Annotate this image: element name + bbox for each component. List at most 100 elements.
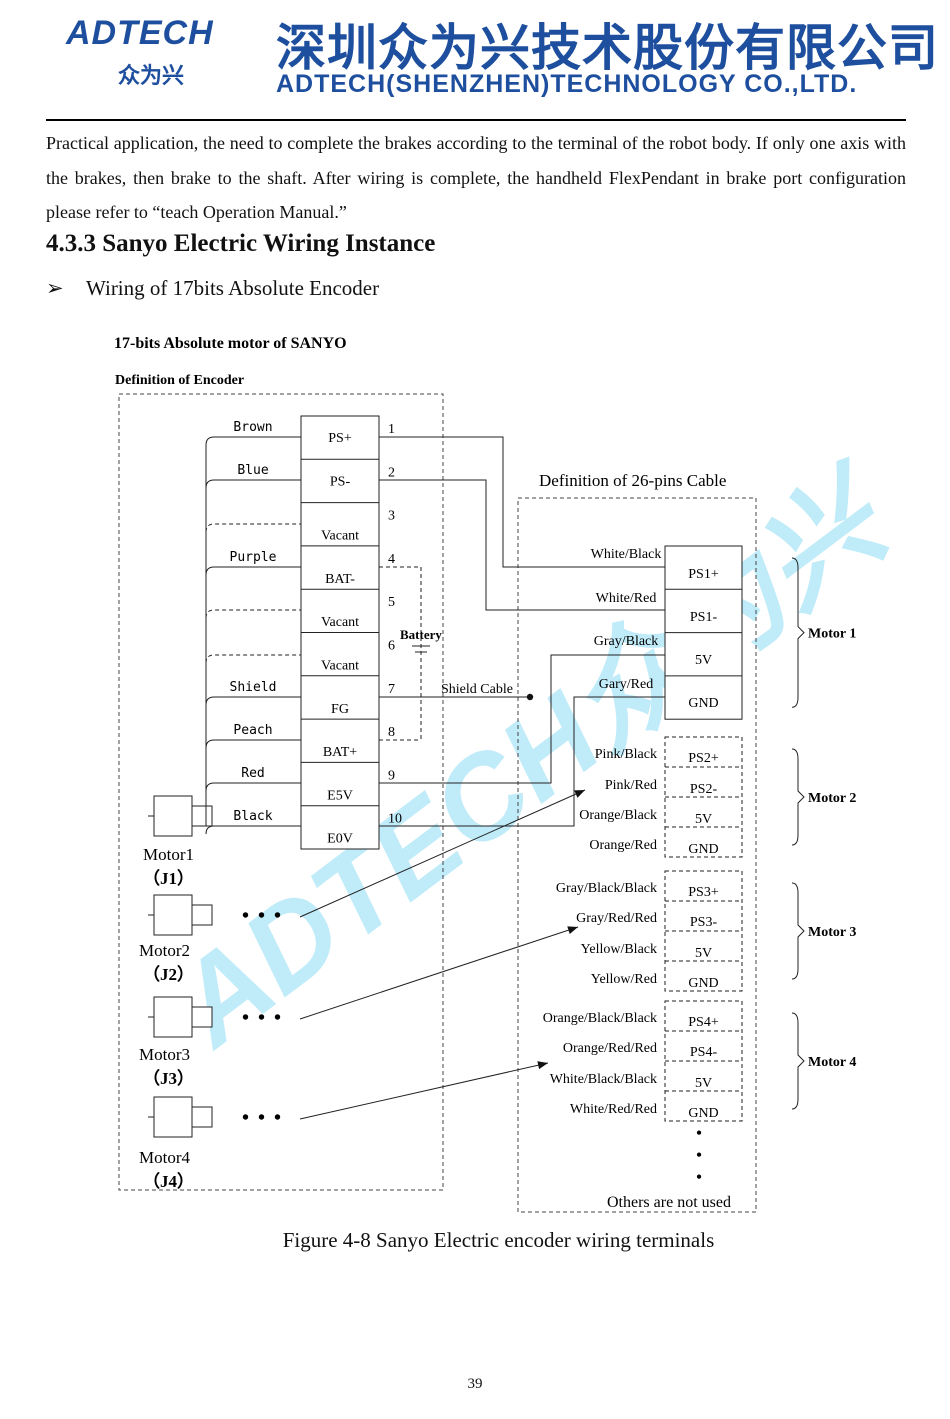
cable-pin-label: PS2+: [688, 751, 719, 766]
cable-pin-label: 5V: [695, 812, 712, 827]
encoder-heading: Definition of Encoder: [115, 373, 244, 388]
brace-icon: [791, 882, 805, 980]
company-logo-cn: 众为兴: [118, 63, 185, 88]
motor-body-icon: [153, 795, 193, 837]
cable-pin-label: GND: [688, 842, 718, 857]
arrowhead-icon: [567, 926, 578, 934]
cable-wire-label: Yellow/Black: [581, 942, 657, 957]
encoder-wire: [205, 523, 301, 533]
wire-routing: Shield Cable: [379, 436, 665, 827]
encoder-pin-label: E5V: [327, 788, 353, 803]
cable-pin-label: PS4+: [688, 1015, 719, 1030]
intro-paragraph: Practical application, the need to compl…: [46, 133, 906, 222]
brace-icon: [791, 1012, 805, 1110]
motor-link-arrow: [299, 1062, 549, 1120]
continuation-dots: • • •: [242, 905, 283, 927]
watermark-text: ADTECH众为兴: [149, 445, 921, 1073]
motor-group-label: Motor 3: [808, 925, 856, 940]
wire-ps-minus: [379, 479, 665, 611]
motor-shaft-icon: [191, 805, 213, 827]
pin-number: 8: [388, 725, 395, 740]
arrowhead-icon: [537, 1061, 548, 1070]
cable-pin-label: GND: [688, 1106, 718, 1121]
diagram-title: 17-bits Absolute motor of SANYO: [114, 335, 347, 352]
motor-name: Motor1: [143, 845, 194, 864]
pin-number: 3: [388, 509, 395, 524]
motor-name: Motor4: [139, 1148, 191, 1167]
cable-pin-label: PS3-: [690, 915, 718, 930]
motor-body-icon: [153, 1096, 193, 1138]
wire-ps-plus: [379, 436, 665, 568]
vertical-dot: •: [696, 1147, 702, 1164]
page-header: ADTECH 众为兴 深圳众为兴技术股份有限公司 ADTECH(SHENZHEN…: [0, 0, 950, 125]
cable-pin-label: 5V: [695, 1076, 712, 1091]
company-logo: ADTECH: [66, 14, 214, 52]
motor-column: Motor1（J1）Motor2（J2）• • •Motor3（J3）• • •…: [139, 789, 586, 1191]
motor-link-arrow: [299, 926, 579, 1020]
others-label: Others are not used: [607, 1194, 731, 1211]
bullet-text: Wiring of 17bits Absolute Encoder: [86, 276, 380, 300]
encoder-boundary: [118, 393, 444, 1191]
page-number: 39: [467, 1376, 483, 1392]
encoder-pin-label: BAT-: [325, 572, 355, 587]
pin-number: 5: [388, 595, 395, 610]
cable-pin-label: PS2-: [690, 782, 718, 797]
encoder-pin-label: Vacant: [321, 615, 359, 630]
encoder-wire: [205, 479, 301, 489]
encoder-wire: [205, 609, 301, 619]
cable-wire-label: Pink/Red: [605, 778, 657, 793]
watermark: ADTECH众为兴: [149, 445, 921, 1073]
motor-name: Motor2: [139, 941, 190, 960]
wire-color-label: Red: [241, 766, 264, 781]
cable-wire-label: Gray/Red/Red: [576, 911, 657, 926]
wire-color-label: Blue: [237, 463, 268, 478]
wire-color-label: Shield: [230, 680, 277, 695]
cable-wire-label: Gray/Black: [594, 634, 659, 649]
bullet-item: ➢Wiring of 17bits Absolute Encoder: [46, 276, 379, 301]
encoder-wire: [205, 825, 301, 835]
cable-pin-label: PS1-: [690, 610, 718, 625]
cable-wire-label: Orange/Red: [589, 838, 657, 853]
cable-connector: PS1+PS1-5VGNDWhite/BlackWhite/RedGray/Bl…: [543, 545, 856, 1122]
motor-group-label: Motor 2: [808, 791, 856, 806]
cable-boundary: [517, 497, 757, 1213]
cable-pin-label: GND: [688, 976, 718, 991]
pin-number: 10: [388, 812, 402, 827]
cable-pin-label: 5V: [695, 946, 712, 961]
motor-connector-id: （J4）: [143, 1171, 194, 1191]
shield-node: [526, 693, 534, 701]
wire-color-label: Peach: [233, 723, 272, 738]
motor-shaft-icon: [191, 1006, 213, 1028]
wire-color-label: Brown: [233, 420, 272, 435]
vertical-dot: •: [696, 1125, 702, 1142]
figure-caption: Figure 4-8 Sanyo Electric encoder wiring…: [282, 1228, 715, 1252]
motor-body-icon: [153, 996, 193, 1038]
continuation-dots: • • •: [242, 1107, 283, 1129]
brace-icon: [791, 557, 805, 708]
encoder-connector: PS+1PS-2Vacant3BAT-4Vacant5Vacant6FG7BAT…: [148, 415, 442, 850]
motor-shaft-icon: [191, 1106, 213, 1128]
motor-link-arrow: [299, 789, 586, 918]
cable-wire-label: White/Red/Red: [570, 1102, 657, 1117]
cable-pin-label: PS3+: [688, 885, 719, 900]
motor-body-icon: [153, 894, 193, 936]
pin-number: 1: [388, 422, 395, 437]
motor-connector-id: （J2）: [143, 964, 194, 984]
vertical-dot: •: [696, 1169, 702, 1186]
cable-wire-label: Orange/Black: [579, 808, 657, 823]
encoder-pin-label: BAT+: [323, 745, 357, 760]
cable-wire-label: Orange/Red/Red: [563, 1041, 657, 1056]
pin-number: 4: [388, 552, 395, 567]
cable-pin-label: GND: [688, 696, 718, 711]
encoder-pin-label: E0V: [327, 832, 353, 847]
shield-cable-label: Shield Cable: [441, 682, 513, 697]
cable-pin-label: 5V: [695, 653, 712, 668]
arrowhead-icon: [574, 790, 585, 798]
cable-wire-label: Gray/Black/Black: [556, 881, 657, 896]
wire-color-label: Purple: [230, 550, 277, 565]
wire-5v: [379, 654, 665, 784]
pin-number: 6: [388, 639, 395, 654]
cable-wire-label: Gary/Red: [599, 677, 653, 692]
continuation-dots: • • •: [242, 1007, 283, 1029]
encoder-pin-label: Vacant: [321, 659, 359, 674]
